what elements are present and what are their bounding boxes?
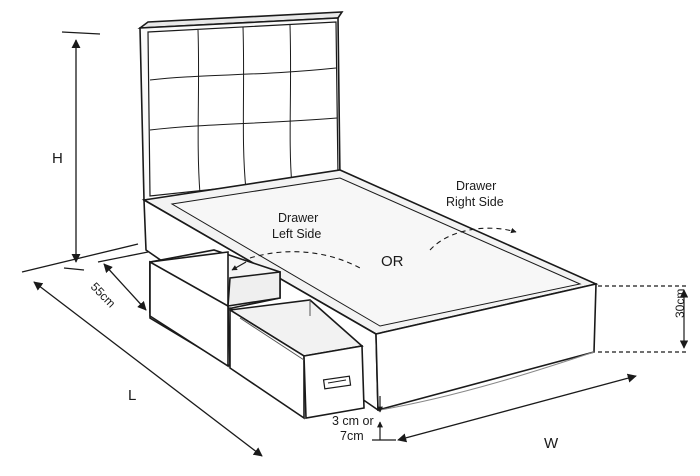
length-dimension: [21, 243, 263, 457]
base-height-dimension: [598, 285, 689, 353]
headboard: [137, 11, 344, 201]
drawer-direction-arcs: [231, 227, 517, 271]
height-label: H: [52, 150, 63, 167]
width-dimension: [397, 373, 637, 443]
base-height-label: 30cm: [673, 289, 687, 318]
drawer-depth-dimension: [97, 251, 149, 311]
drawer-left-label-line1: Drawer: [278, 211, 318, 225]
clearance-dimension: [372, 396, 396, 441]
width-label: W: [544, 435, 559, 452]
height-dimension: [61, 31, 101, 271]
drawer-right-label-line1: Drawer: [456, 179, 496, 193]
clearance-label-line1: 3 cm or: [332, 414, 374, 428]
drawer-depth-label: 55cm: [88, 280, 118, 311]
clearance-label-line2: 7cm: [340, 429, 364, 443]
drawer-right-label-line2: Right Side: [446, 195, 504, 209]
drawer-left-label-line2: Left Side: [272, 227, 321, 241]
or-label: OR: [381, 253, 404, 270]
length-label: L: [128, 387, 136, 404]
